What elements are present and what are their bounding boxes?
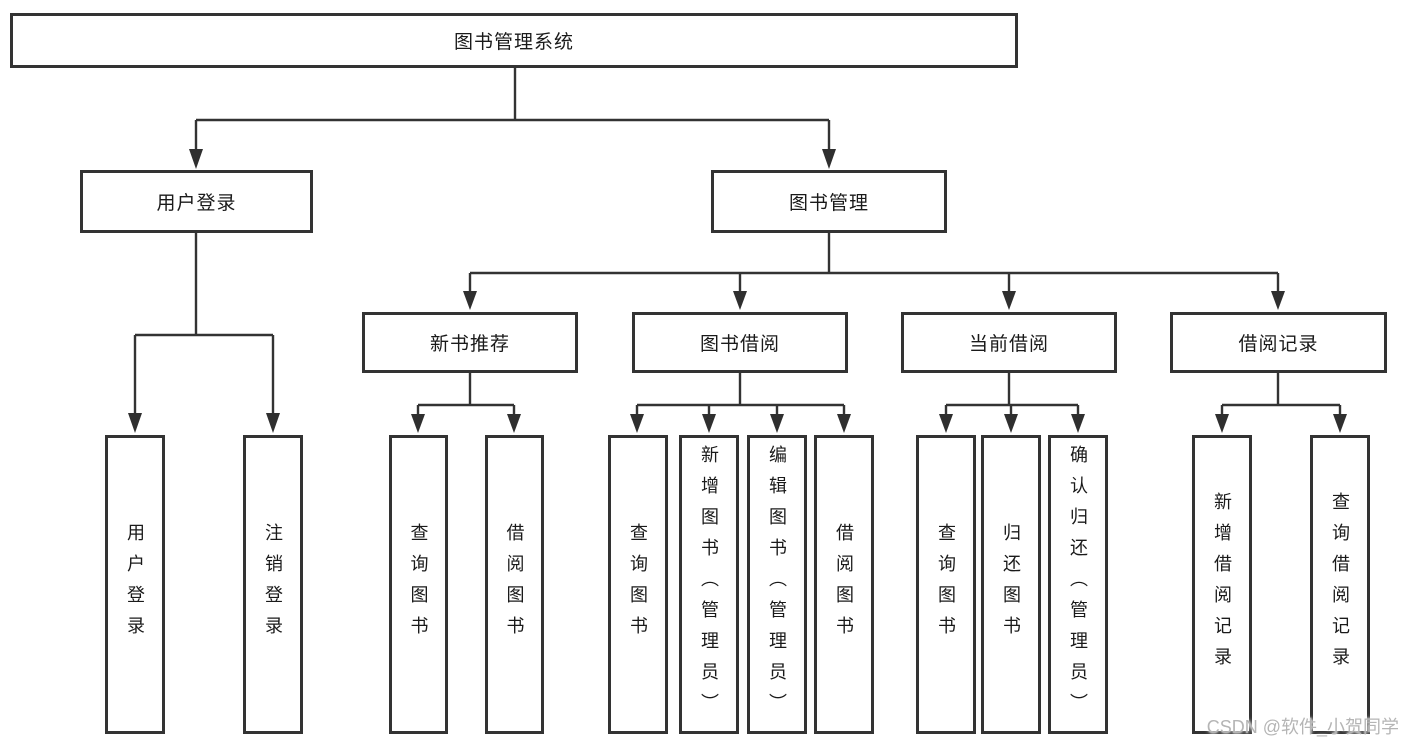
leaf-label: 确认归还（管理员）: [1068, 445, 1088, 724]
node-label: 当前借阅: [968, 334, 1049, 355]
leaf-label: 新增借阅记录: [1212, 491, 1232, 678]
leaf-add-borrow-record: 新增借阅记录: [1192, 435, 1252, 734]
leaf-label: 借阅图书: [504, 522, 525, 647]
leaf-confirm-return-admin: 确认归还（管理员）: [1048, 435, 1108, 734]
leaf-user-login: 用户登录: [105, 435, 165, 734]
node-new-book-recommend: 新书推荐: [362, 312, 578, 373]
node-book-borrow: 图书借阅: [632, 312, 848, 373]
node-book-management: 图书管理: [711, 170, 947, 233]
leaf-borrow-books: 借阅图书: [814, 435, 874, 734]
leaf-label: 用户登录: [125, 522, 145, 647]
leaf-label: 归还图书: [1001, 522, 1021, 647]
node-label: 图书管理系统: [453, 32, 574, 53]
leaf-edit-books-admin: 编辑图书（管理员）: [747, 435, 807, 734]
leaf-return-books: 归还图书: [981, 435, 1041, 734]
leaf-query-books-borrow: 查询图书: [608, 435, 668, 734]
node-label: 用户登录: [156, 193, 237, 214]
leaf-label: 注销登录: [263, 522, 283, 647]
leaf-label: 查询借阅记录: [1330, 491, 1350, 678]
node-current-borrow: 当前借阅: [901, 312, 1117, 373]
leaf-query-books-current: 查询图书: [916, 435, 976, 734]
leaf-label: 查询图书: [408, 522, 429, 647]
node-label: 图书借阅: [699, 334, 780, 355]
leaf-label: 借阅图书: [834, 522, 854, 647]
node-label: 图书管理: [788, 193, 869, 214]
leaf-query-borrow-record: 查询借阅记录: [1310, 435, 1370, 734]
node-library-management-system: 图书管理系统: [10, 13, 1018, 68]
leaf-logout: 注销登录: [243, 435, 303, 734]
node-borrow-records: 借阅记录: [1170, 312, 1387, 373]
leaf-label: 编辑图书（管理员）: [767, 445, 787, 724]
node-label: 借阅记录: [1238, 334, 1319, 355]
node-user-login: 用户登录: [80, 170, 313, 233]
leaf-add-books-admin: 新增图书（管理员）: [679, 435, 739, 734]
leaf-label: 查询图书: [628, 522, 648, 647]
leaf-label: 查询图书: [936, 522, 956, 647]
leaf-query-books-recommend: 查询图书: [389, 435, 448, 734]
leaf-borrow-books-recommend: 借阅图书: [485, 435, 544, 734]
leaf-label: 新增图书（管理员）: [699, 445, 719, 724]
node-label: 新书推荐: [429, 334, 510, 355]
